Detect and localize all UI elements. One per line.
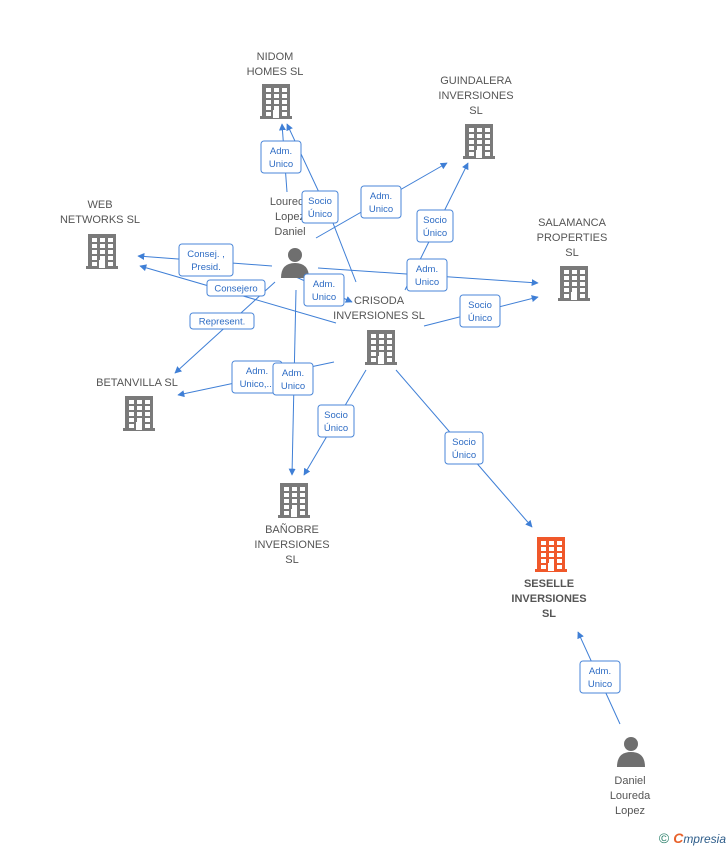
- edge-label-line: Único: [423, 228, 447, 239]
- node-label-line: CRISODA: [354, 295, 405, 307]
- edge-label-line: Socio: [452, 437, 476, 448]
- node-label-line: BAÑOBRE: [265, 523, 319, 536]
- edge-label-line: Consejero: [214, 284, 257, 295]
- node-label-line: Daniel: [614, 775, 645, 787]
- edge-label-line: Adm.: [589, 666, 611, 677]
- edge-label-line: Único: [308, 209, 332, 220]
- node-label-line: Loureda: [610, 790, 651, 802]
- node-label-line: HOMES SL: [247, 66, 304, 78]
- building-icon: [535, 537, 567, 572]
- edge-label-line: Adm.: [370, 191, 392, 202]
- edge-label-line: Socio: [468, 300, 492, 311]
- node-label-line: INVERSIONES SL: [333, 310, 425, 322]
- edge-label-daniel1-to-web[interactable]: Consej. , Presid.: [178, 243, 234, 277]
- edge-label-line: Unico: [415, 277, 439, 288]
- edge-label-line: Unico: [369, 204, 393, 215]
- node-label-line: SL: [565, 247, 578, 259]
- footer-brand: ©Cmpresia: [659, 830, 726, 846]
- building-icon: [278, 483, 310, 518]
- node-label-line: GUINDALERA: [440, 75, 512, 87]
- node-label-web[interactable]: WEB NETWORKS SL: [60, 199, 140, 226]
- edge-label-line: Unico: [312, 292, 336, 303]
- node-label-line: Lopez: [615, 805, 645, 817]
- copyright-icon: ©: [658, 830, 670, 846]
- node-label-line: PROPERTIES: [537, 232, 608, 244]
- person-icon: [281, 248, 309, 278]
- node-label-line: BETANVILLA SL: [96, 377, 178, 389]
- edge-label-line: Adm.: [270, 146, 292, 157]
- node-label-line: NETWORKS SL: [60, 214, 140, 226]
- edge-label-line: Único: [468, 313, 492, 324]
- node-label-line: NIDOM: [257, 51, 294, 63]
- brand-initial: C: [673, 830, 684, 846]
- node-label-line: SESELLE: [524, 578, 574, 590]
- person-icon: [617, 737, 645, 767]
- building-icon: [123, 396, 155, 431]
- node-label-line: Loureda: [270, 196, 311, 208]
- edge-label-daniel1-to-banobre[interactable]: Adm. Unico: [272, 362, 314, 396]
- edge-label-line: Consej. ,: [187, 249, 225, 260]
- building-icon: [365, 330, 397, 365]
- edge-label-daniel1-to-guindalera[interactable]: Adm. Unico: [360, 185, 402, 219]
- edge-label-line: Socio: [324, 410, 348, 421]
- edge-label-line: Adm.: [282, 368, 304, 379]
- edge-label-line: Adm.: [246, 366, 268, 377]
- brand-name: mpresia: [683, 832, 726, 846]
- node-label-line: SALAMANCA: [538, 217, 607, 229]
- edge-label-daniel1-to-betanvilla[interactable]: Represent.: [189, 312, 255, 330]
- edge-label-line: Único: [452, 450, 476, 461]
- node-label-line: INVERSIONES: [254, 539, 329, 551]
- node-label-line: WEB: [87, 199, 112, 211]
- node-label-line: SL: [285, 554, 298, 566]
- edge-label-line: Unico: [588, 679, 612, 690]
- edge-label-line: Presid.: [191, 262, 221, 273]
- edge-label-daniel1-to-salamanca[interactable]: Adm. Unico: [406, 258, 448, 292]
- node-label-guindalera[interactable]: GUINDALERA INVERSIONES SL: [438, 75, 513, 117]
- edge-label-line: Unico: [269, 159, 293, 170]
- node-label-seselle[interactable]: SESELLE INVERSIONES SL: [511, 578, 586, 620]
- edge-label-daniel1-to-nidom[interactable]: Adm. Unico: [260, 140, 302, 174]
- node-label-line: Daniel: [274, 226, 305, 238]
- node-label-nidom[interactable]: NIDOM HOMES SL: [247, 51, 304, 78]
- node-label-betanvilla[interactable]: BETANVILLA SL: [96, 377, 178, 389]
- edge-label-daniel2-to-seselle[interactable]: Adm. Unico: [579, 660, 621, 694]
- edge-label-line: Único: [324, 423, 348, 434]
- edge-label-line: Unico: [281, 381, 305, 392]
- edge-label-line: Socio: [423, 215, 447, 226]
- edge-label-line: Adm.: [313, 279, 335, 290]
- building-icon: [558, 266, 590, 301]
- node-label-line: SL: [469, 105, 482, 117]
- node-label-line: INVERSIONES: [438, 90, 513, 102]
- building-icon: [463, 124, 495, 159]
- edge-label-line: Unico,...: [240, 379, 275, 390]
- node-label-crisoda[interactable]: CRISODA INVERSIONES SL: [333, 295, 425, 322]
- edge-label-line: Represent.: [199, 317, 245, 328]
- node-label-line: SL: [542, 608, 556, 620]
- edge-label-daniel1-to-crisoda[interactable]: Adm. Unico: [303, 273, 345, 307]
- node-label-salamanca[interactable]: SALAMANCA PROPERTIES SL: [537, 217, 608, 259]
- edge-label-line: Socio: [308, 196, 332, 207]
- building-icon: [260, 84, 292, 119]
- edge-labels-layer: Adm.UnicoSocioÚnicoAdm.UnicoSocioÚnicoCo…: [178, 140, 621, 694]
- edge-label-crisoda-to-web[interactable]: Consejero: [206, 279, 266, 297]
- node-label-line: INVERSIONES: [511, 593, 586, 605]
- node-label-banobre[interactable]: BAÑOBRE INVERSIONES SL: [254, 523, 329, 566]
- node-label-line: Lopez: [275, 211, 305, 223]
- building-icon: [86, 234, 118, 269]
- nodes-layer: NIDOM HOMES SL GUINDALERA INVERSIONES SL WEB N…: [60, 51, 651, 817]
- edge-label-line: Adm.: [416, 264, 438, 275]
